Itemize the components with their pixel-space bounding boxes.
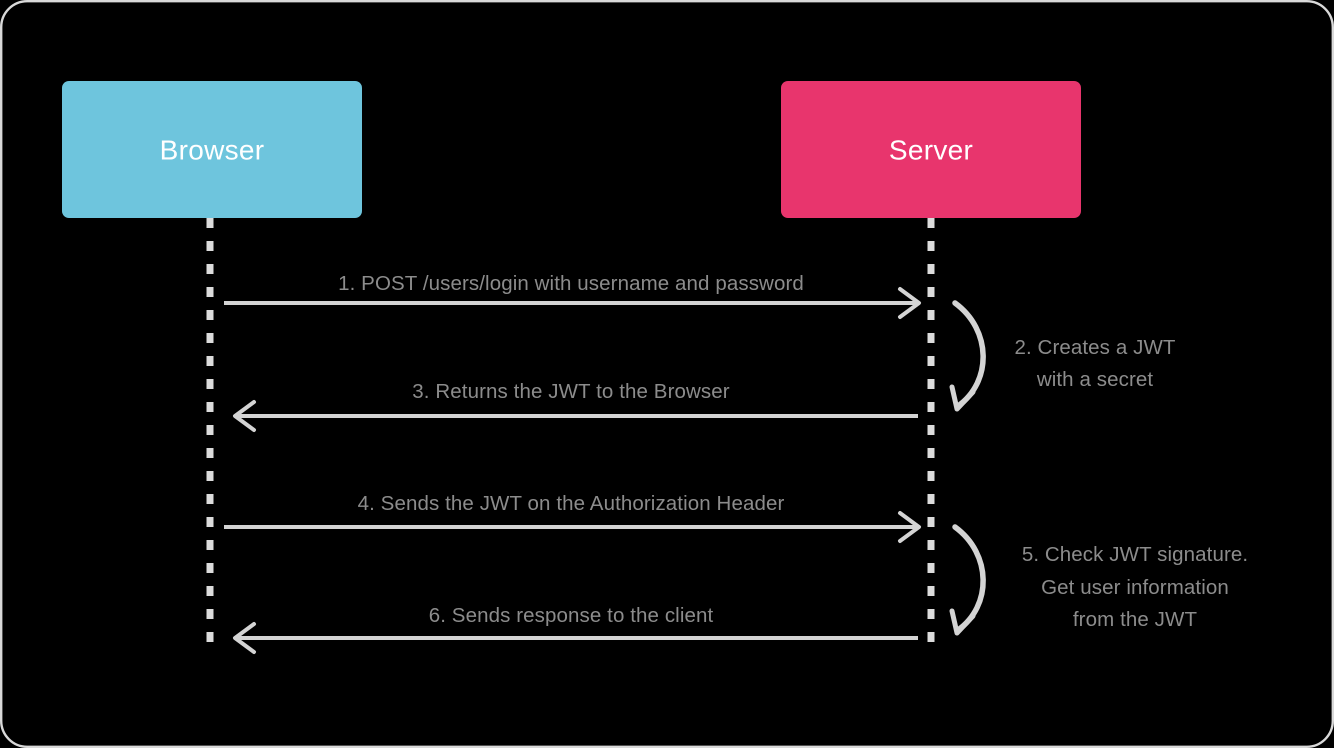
self-action-2-line-1: 2. Creates a JWT [1014, 336, 1175, 359]
self-action-2-line-2: with a secret [1036, 368, 1154, 391]
participant-server[interactable]: Server [781, 81, 1081, 218]
message-4: 4. Sends the JWT on the Authorization He… [224, 492, 921, 543]
message-4-arrowhead [898, 511, 921, 543]
participant-server-label: Server [889, 134, 973, 165]
message-4-label: 4. Sends the JWT on the Authorization He… [358, 492, 785, 515]
participant-browser-box[interactable] [62, 81, 362, 218]
self-action-5-arrowhead [949, 608, 976, 636]
participant-browser[interactable]: Browser [62, 81, 362, 218]
message-3-label: 3. Returns the JWT to the Browser [412, 380, 729, 403]
self-action-5-line-2: Get user information [1041, 576, 1229, 599]
message-1: 1. POST /users/login with username and p… [224, 272, 921, 319]
message-6-arrowhead [233, 622, 256, 654]
self-action-5-line-3: from the JWT [1073, 608, 1198, 631]
self-action-2-arrowhead [949, 384, 976, 412]
message-1-label: 1. POST /users/login with username and p… [338, 272, 804, 295]
self-action-5: 5. Check JWT signature. Get user informa… [949, 524, 1248, 636]
participant-browser-label: Browser [160, 134, 265, 165]
message-1-arrowhead [898, 287, 921, 319]
message-6-label: 6. Sends response to the client [429, 604, 714, 627]
message-6: 6. Sends response to the client [233, 604, 918, 654]
self-action-5-line-1: 5. Check JWT signature. [1022, 543, 1248, 566]
message-3: 3. Returns the JWT to the Browser [233, 380, 918, 432]
self-action-2: 2. Creates a JWT with a secret [949, 300, 1176, 412]
message-3-arrowhead [233, 400, 256, 432]
participant-server-box[interactable] [781, 81, 1081, 218]
